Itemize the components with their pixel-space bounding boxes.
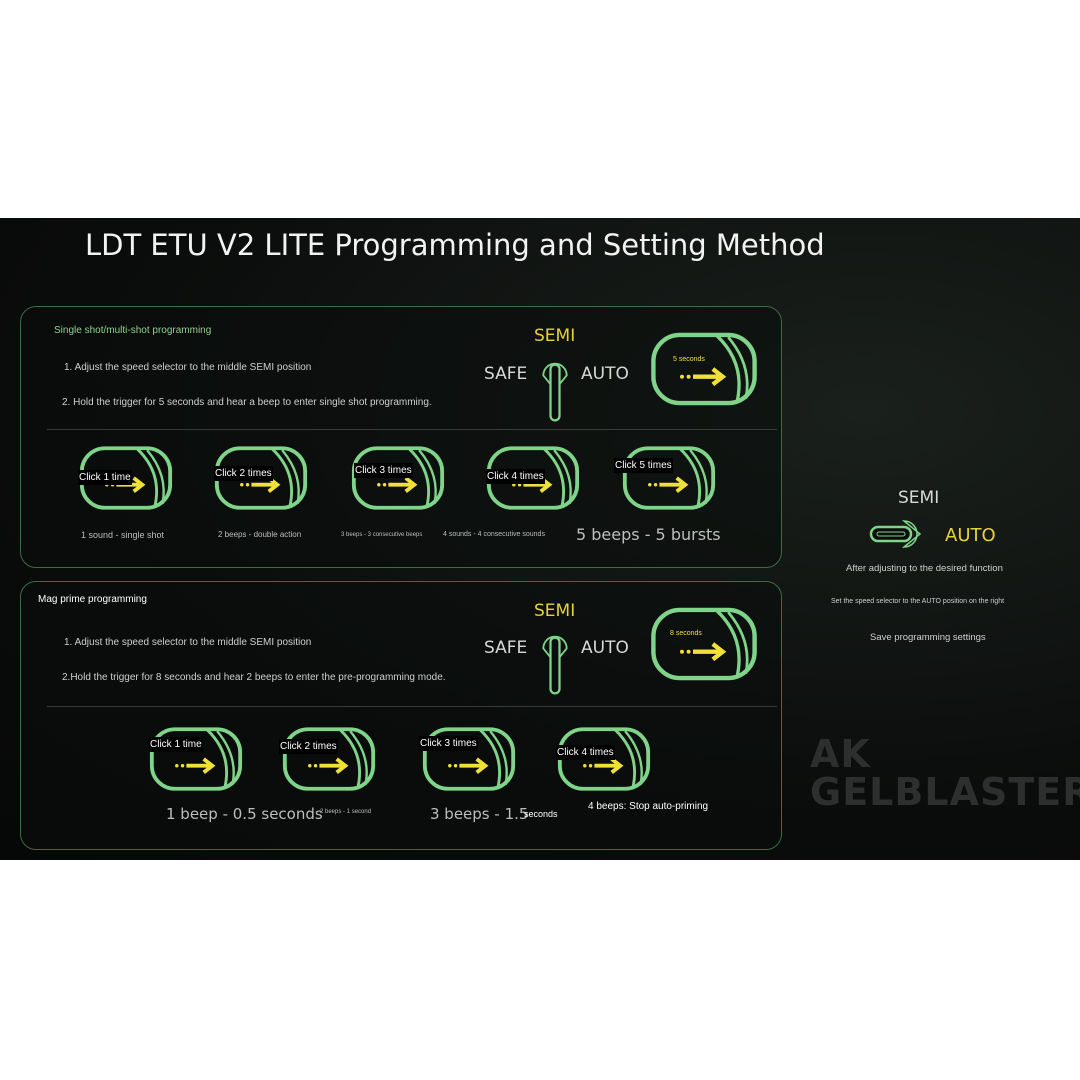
selector-switch-auto-icon (869, 520, 922, 548)
result-label: 5 beeps - 5 bursts (576, 525, 721, 544)
hold-duration: 5 seconds (673, 356, 705, 363)
save-semi-label: SEMI (898, 488, 940, 508)
step-2: 2. Hold the trigger for 5 seconds and he… (62, 397, 432, 408)
switch-auto-label: AUTO (581, 364, 629, 384)
trigger-icon (148, 725, 244, 793)
page-title: LDT ETU V2 LITE Programming and Setting … (85, 228, 825, 262)
switch-semi-label: SEMI (534, 601, 576, 621)
result-label: 3 beeps - 1.5 (430, 805, 529, 823)
save-instruction-1: After adjusting to the desired function (846, 563, 1003, 574)
save-instruction-3: Save programming settings (870, 632, 986, 643)
switch-safe-label: SAFE (484, 364, 528, 384)
click-count-label: Click 2 times (279, 739, 338, 754)
save-instruction-2: Set the speed selector to the AUTO posit… (831, 598, 1005, 605)
click-count-label: Click 3 times (419, 736, 478, 751)
selector-switch-icon (540, 352, 570, 424)
watermark-line-1: AK (810, 732, 871, 776)
panel-heading: Mag prime programming (38, 594, 147, 605)
divider (47, 429, 777, 430)
result-label: 4 beeps: Stop auto-priming (588, 801, 709, 812)
trigger-icon (281, 725, 377, 793)
click-count-label: Click 2 times (214, 466, 273, 481)
trigger-icon (350, 444, 446, 512)
step-1: 1. Adjust the speed selector to the midd… (64, 637, 312, 648)
switch-safe-label: SAFE (484, 638, 528, 658)
switch-semi-label: SEMI (534, 326, 576, 346)
result-label-suffix: seconds (524, 809, 558, 819)
trigger-icon (649, 604, 759, 684)
result-label: 2 beeps - double action (218, 530, 302, 539)
hold-duration: 8 seconds (670, 630, 702, 637)
result-label: 1 beep - 0.5 seconds (166, 805, 323, 823)
switch-auto-label: AUTO (581, 638, 629, 658)
mag-prime-panel: Mag prime programming 1. Adjust the spee… (20, 581, 782, 850)
selector-switch-icon (540, 625, 570, 697)
click-count-label: Click 5 times (614, 458, 673, 473)
save-auto-label: AUTO (945, 525, 996, 546)
trigger-icon (621, 444, 717, 512)
click-count-label: Click 4 times (486, 469, 545, 484)
click-count-label: Click 3 times (354, 463, 413, 478)
step-2: 2.Hold the trigger for 8 seconds and hea… (62, 672, 446, 683)
single-shot-panel: Single shot/multi-shot programming 1. Ad… (20, 306, 782, 568)
divider (47, 706, 777, 707)
result-label: 4 sounds - 4 consecutive sounds (443, 531, 545, 538)
panel-heading: Single shot/multi-shot programming (54, 325, 212, 336)
result-label: 3 beeps - 3 consecutive beeps (341, 532, 423, 538)
click-count-label: Click 4 times (556, 745, 615, 760)
step-1: 1. Adjust the speed selector to the midd… (64, 362, 312, 373)
click-count-label: Click 1 time (78, 470, 132, 485)
result-label: 1 sound - single shot (81, 530, 165, 540)
watermark-line-2: GELBLASTER (810, 770, 1080, 814)
click-count-label: Click 1 time (149, 737, 203, 752)
result-label: 2 beeps - 1 second (320, 809, 372, 815)
trigger-icon (649, 329, 759, 409)
